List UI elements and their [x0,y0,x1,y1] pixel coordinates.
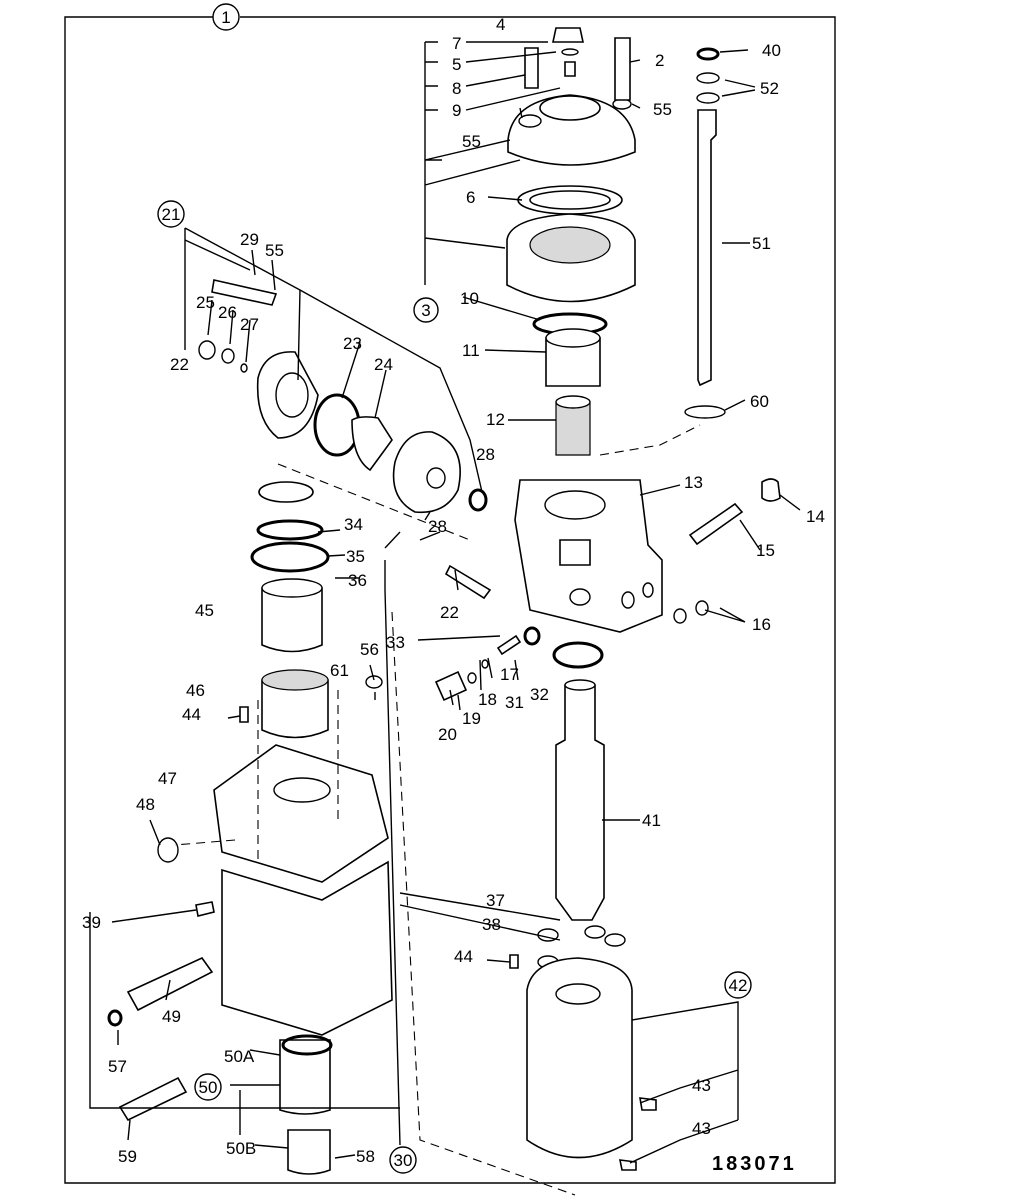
label-19: 19 [462,709,481,728]
label-58: 58 [356,1147,375,1166]
label-28-left: 28 [428,517,447,536]
label-30: 30 [394,1151,413,1170]
small-parts-right [434,478,781,702]
label-43-lower: 43 [692,1119,711,1138]
label-24: 24 [374,355,393,374]
label-15: 15 [756,541,775,560]
lower-left-stack [107,481,393,1175]
label-31: 31 [505,693,524,712]
label-50B: 50B [226,1139,256,1158]
label-41: 41 [642,811,661,830]
figure-number: 183071 [712,1153,797,1175]
label-6: 6 [466,188,475,207]
frame [64,16,836,1184]
label-40: 40 [762,41,781,60]
label-9: 9 [452,101,461,120]
label-39: 39 [82,913,101,932]
label-49: 49 [162,1007,181,1026]
label-44-left: 44 [182,705,201,724]
label-8: 8 [452,79,461,98]
label-43-upper: 43 [692,1076,711,1095]
label-29: 29 [240,230,259,249]
label-25: 25 [196,293,215,312]
label-28-right: 28 [476,445,495,464]
label-55-left: 55 [265,241,284,260]
top-cover-assembly [506,27,636,456]
label-33: 33 [386,633,405,652]
label-50: 50 [199,1078,218,1097]
label-48: 48 [136,795,155,814]
label-18: 18 [478,690,497,709]
label-4: 4 [496,15,505,34]
label-12: 12 [486,410,505,429]
piston-and-rod [552,47,726,921]
main-housing [514,479,663,633]
dash-lines [174,424,701,1196]
label-3: 3 [421,301,430,320]
side-flange-group [198,279,488,514]
label-5: 5 [452,55,461,74]
callout-labels: 1 21 3 50 30 42 4 7 5 8 9 55 2 55 40 52 … [82,8,825,1170]
label-22-mid: 22 [440,603,459,622]
label-13: 13 [684,473,703,492]
label-52: 52 [760,79,779,98]
label-17: 17 [500,665,519,684]
label-23: 23 [343,334,362,353]
label-56: 56 [360,640,379,659]
label-46: 46 [186,681,205,700]
label-37: 37 [486,891,505,910]
label-51: 51 [752,234,771,253]
label-27: 27 [240,315,259,334]
label-11: 11 [462,341,480,360]
label-59: 59 [118,1147,137,1166]
label-21: 21 [162,205,181,224]
label-20: 20 [438,725,457,744]
label-55-top: 55 [462,132,481,151]
label-44-right: 44 [454,947,473,966]
label-14: 14 [806,507,825,526]
label-57: 57 [108,1057,127,1076]
label-34: 34 [344,515,363,534]
label-42: 42 [729,976,748,995]
label-61: 61 [330,661,349,680]
label-47: 47 [158,769,177,788]
label-7: 7 [452,34,461,53]
label-38: 38 [482,915,501,934]
label-26: 26 [218,303,237,322]
label-32: 32 [530,685,549,704]
label-16: 16 [752,615,771,634]
label-45: 45 [195,601,214,620]
lower-right-block [509,925,657,1171]
label-60: 60 [750,392,769,411]
label-2: 2 [655,51,664,70]
leader-lines [89,41,801,1164]
label-50A: 50A [224,1047,255,1066]
label-1: 1 [221,8,230,27]
label-36: 36 [348,571,367,590]
label-10: 10 [460,289,479,308]
label-22-top: 22 [170,355,189,374]
label-35: 35 [346,547,365,566]
label-55-right: 55 [653,100,672,119]
circled-labels [157,3,752,1174]
